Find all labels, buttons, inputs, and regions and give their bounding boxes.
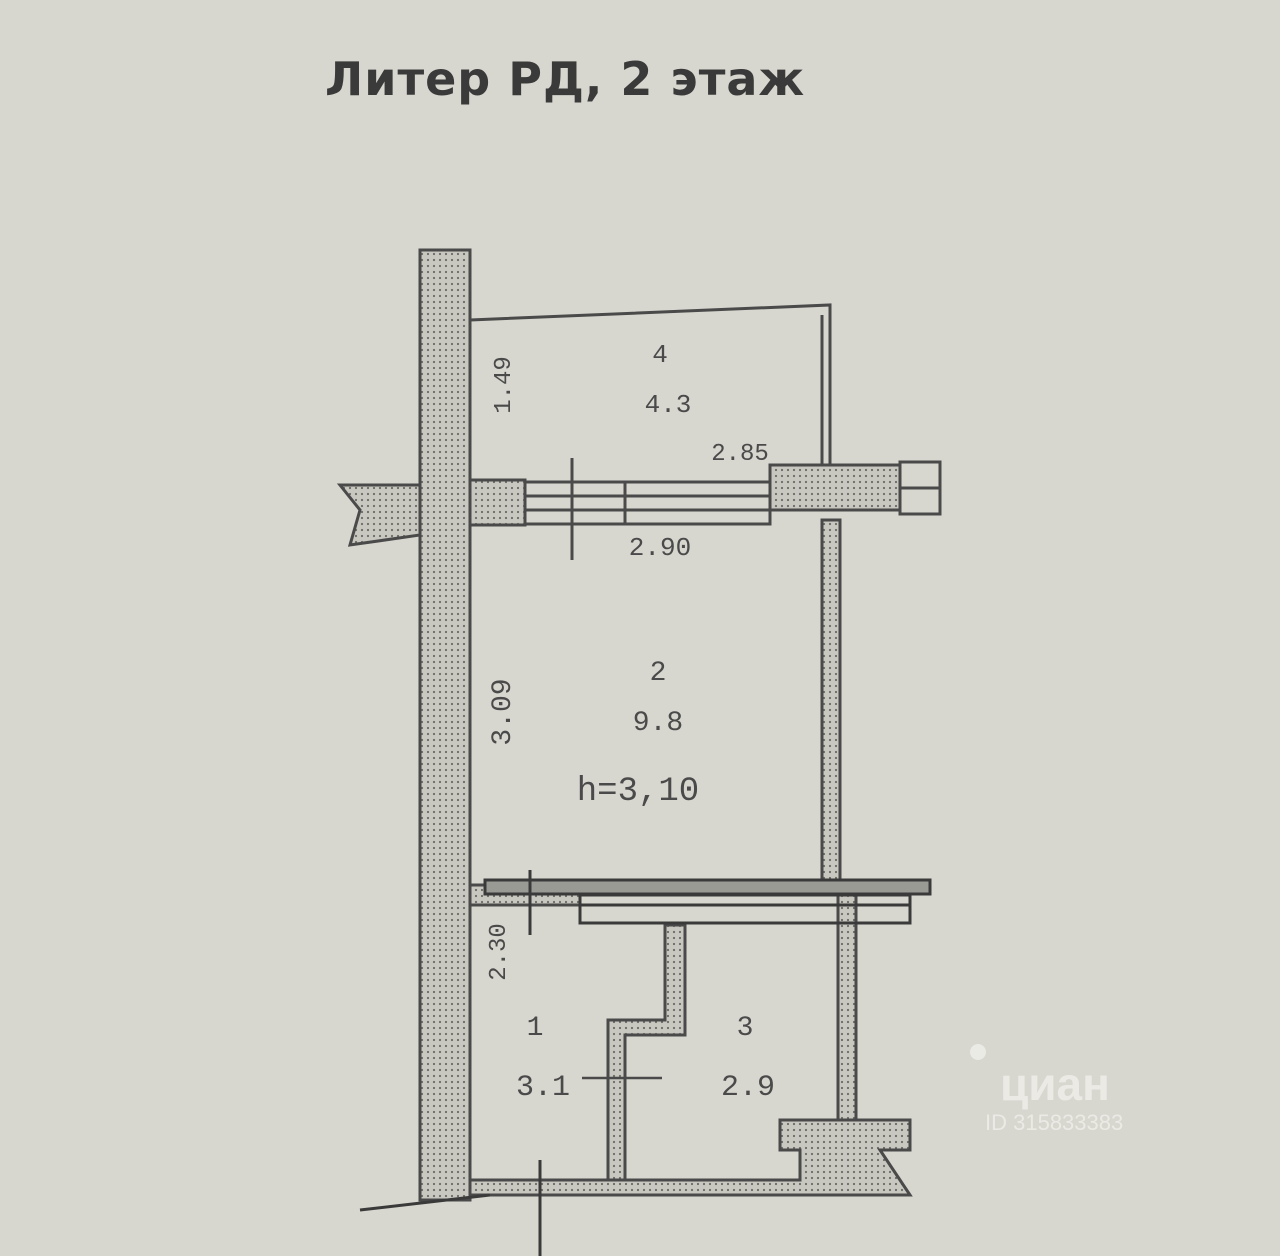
room2-area: 9.8	[633, 708, 683, 739]
room4-outline	[469, 303, 832, 465]
right-wall	[820, 518, 842, 882]
left-stub-wall	[336, 483, 422, 547]
room3-area: 2.9	[721, 1071, 775, 1105]
room2-number: 2	[650, 658, 667, 689]
room1-area: 3.1	[516, 1071, 570, 1105]
dim-opening-width: 2.90	[629, 533, 691, 563]
dimension-ticks	[582, 1065, 662, 1092]
room-outlines	[468, 303, 832, 485]
dim-room4-depth: 1.49	[491, 356, 518, 414]
bathroom-partition	[606, 923, 687, 1182]
room4-number: 4	[652, 340, 668, 370]
bottom-right-wall	[468, 1118, 913, 1197]
dim-top-width: 2.85	[711, 441, 769, 468]
dimension-labels: 1.49 2.85 2.90 3.09 2.30	[486, 356, 769, 981]
watermark-id: ID 315833383	[985, 1110, 1123, 1135]
room1-number: 1	[527, 1013, 544, 1044]
lower-right-wall	[836, 893, 858, 1122]
walls	[336, 248, 913, 1202]
watermark: циан ID 315833383	[970, 1044, 1123, 1135]
cian-logo-icon	[970, 1044, 986, 1060]
plan-title: Литер РД, 2 этаж	[325, 52, 806, 106]
watermark-brand: циан	[1000, 1058, 1110, 1110]
upper-partition-wall	[468, 478, 527, 527]
room-labels: 4 4.3 2 9.8 h=3,10 1 3.1 3 2.9	[516, 340, 775, 1105]
left-wall	[418, 248, 472, 1202]
upper-right-wall	[768, 463, 902, 512]
room3-number: 3	[737, 1013, 754, 1044]
room4-area: 4.3	[645, 390, 692, 420]
window-upper	[523, 458, 942, 560]
dim-room1-depth: 2.30	[486, 923, 513, 981]
ceiling-height: h=3,10	[577, 773, 699, 811]
window-lower	[359, 870, 932, 1256]
dim-room2-depth: 3.09	[488, 678, 519, 745]
